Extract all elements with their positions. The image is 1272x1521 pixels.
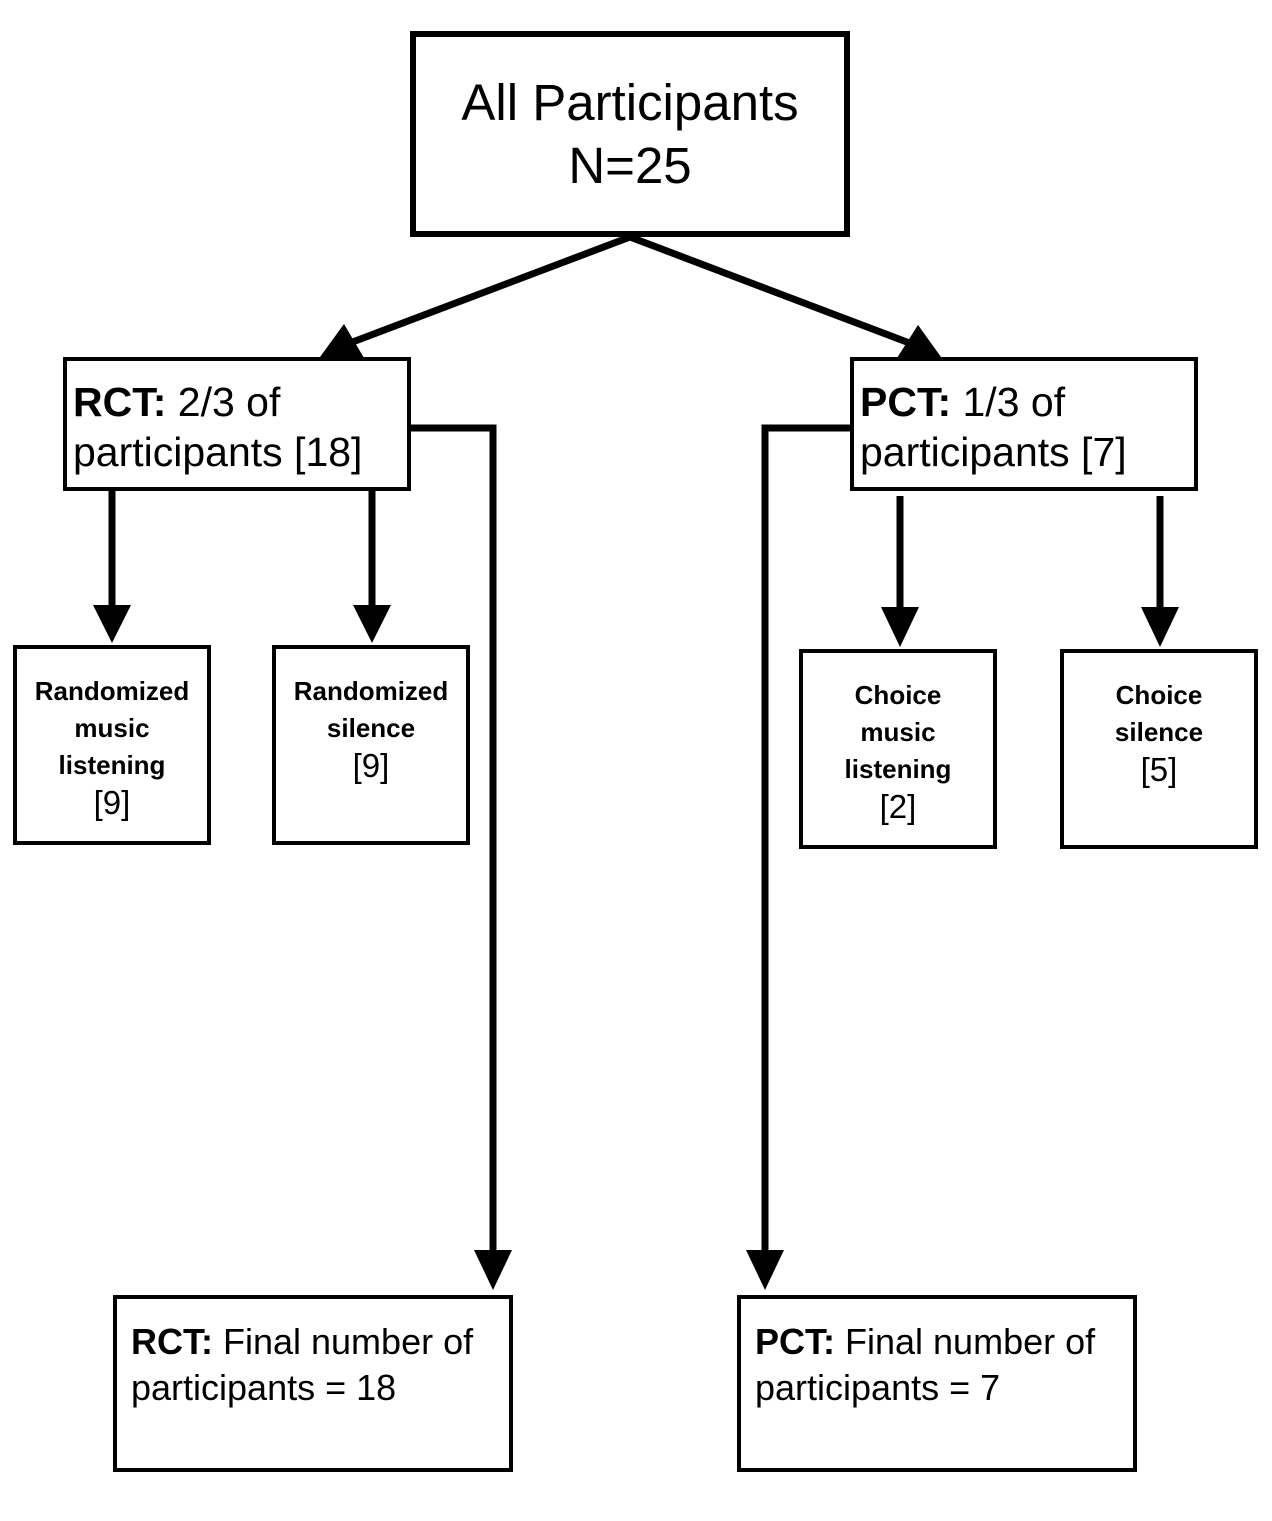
- rct-group-line2: participants [18]: [73, 429, 363, 475]
- pct-group-fraction: 1/3 of: [951, 379, 1066, 425]
- rct-final-line1: RCT: Final number of: [131, 1319, 509, 1365]
- randomized-silence-label: Randomized silence: [293, 676, 449, 743]
- arrowhead-rand-music: [93, 605, 131, 643]
- connector-root-to-pct: [628, 233, 914, 348]
- randomized-silence-box: Randomized silence [9]: [272, 645, 470, 845]
- pct-group-line1: PCT: 1/3 of: [860, 377, 1194, 427]
- choice-silence-label: Choice silence: [1114, 680, 1204, 747]
- connector-pct-to-final: [761, 424, 850, 1252]
- choice-music-count: [2]: [879, 788, 917, 825]
- pct-final-line2: participants = 7: [755, 1367, 1001, 1408]
- randomized-silence-count: [9]: [352, 747, 390, 784]
- rct-final-line2: participants = 18: [131, 1367, 397, 1408]
- rct-final-text: Final number of: [212, 1321, 474, 1362]
- choice-music-label: Choice music listening: [844, 680, 952, 784]
- randomized-music-count: [9]: [93, 784, 131, 821]
- randomized-music-box: Randomized music listening [9]: [13, 645, 211, 845]
- pct-group-line2: participants [7]: [860, 429, 1127, 475]
- arrowhead-rct: [320, 324, 364, 358]
- choice-silence-box: Choice silence [5]: [1060, 649, 1258, 849]
- all-participants-title: All Participants: [461, 74, 799, 131]
- all-participants-box: All Participants N=25: [410, 31, 850, 237]
- rct-group-fraction: 2/3 of: [166, 379, 281, 425]
- arrowhead-rand-silence: [353, 605, 391, 643]
- arrowhead-rct-final: [474, 1250, 512, 1290]
- rct-group-line1: RCT: 2/3 of: [73, 377, 407, 427]
- connector-rct-to-final: [409, 424, 497, 1252]
- arrowhead-pct: [897, 325, 941, 358]
- connector-root-to-rct: [348, 233, 632, 347]
- choice-silence-count: [5]: [1140, 751, 1178, 788]
- randomized-music-label: Randomized music listening: [34, 676, 190, 780]
- arrowhead-choice-music: [881, 607, 919, 647]
- pct-group-box: PCT: 1/3 of participants [7]: [850, 357, 1198, 491]
- rct-group-box: RCT: 2/3 of participants [18]: [63, 357, 411, 491]
- choice-music-box: Choice music listening [2]: [799, 649, 997, 849]
- pct-final-box: PCT: Final number of participants = 7: [737, 1295, 1137, 1472]
- arrowhead-pct-final: [746, 1250, 784, 1290]
- pct-final-text: Final number of: [835, 1321, 1096, 1362]
- rct-group-prefix: RCT:: [73, 379, 167, 425]
- pct-group-prefix: PCT:: [860, 379, 952, 425]
- all-participants-count: N=25: [568, 137, 692, 194]
- pct-final-prefix: PCT:: [755, 1321, 835, 1362]
- pct-final-line1: PCT: Final number of: [755, 1319, 1133, 1365]
- arrowhead-choice-silence: [1141, 607, 1179, 647]
- rct-final-box: RCT: Final number of participants = 18: [113, 1295, 513, 1472]
- rct-final-prefix: RCT:: [131, 1321, 213, 1362]
